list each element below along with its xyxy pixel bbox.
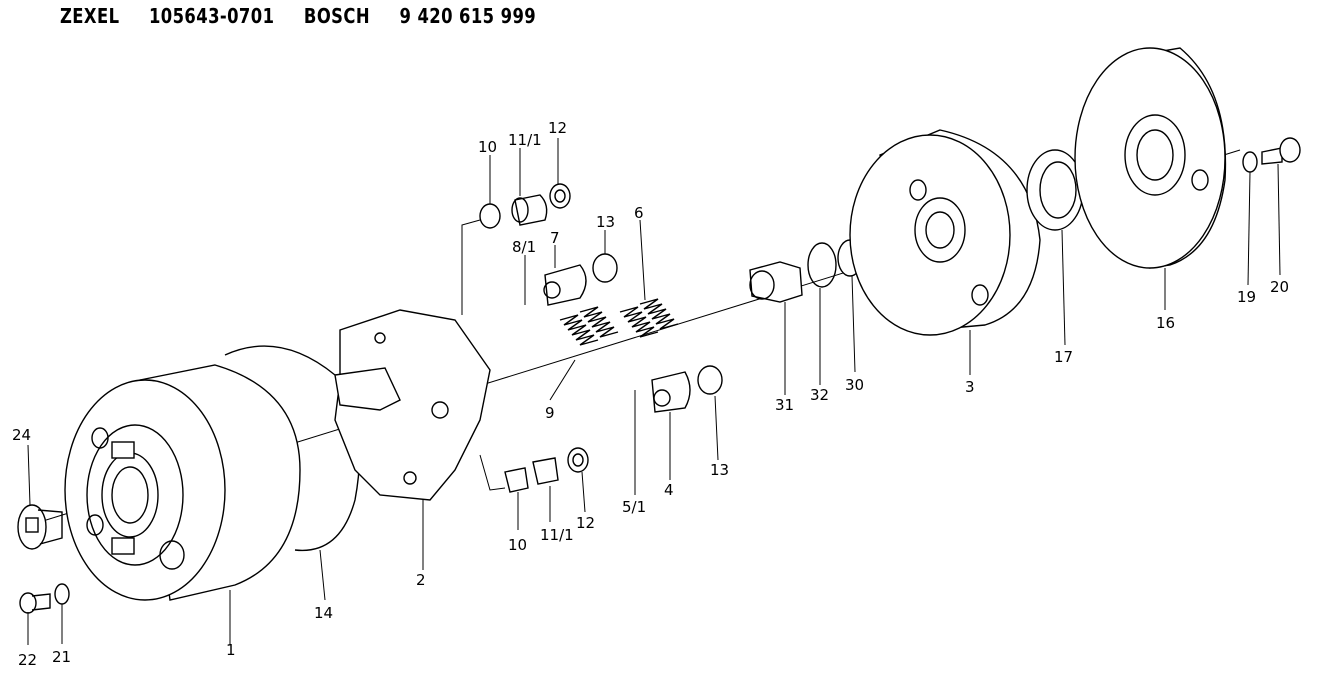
bracket-part-4 — [651, 371, 691, 413]
housing-part-1 — [64, 364, 301, 601]
label-part-4: 4 — [664, 481, 674, 499]
label-part-10-upper: 10 — [478, 138, 497, 156]
label-part-31: 31 — [775, 396, 794, 414]
label-part-11-lower: 11/1 — [540, 526, 574, 544]
label-part-20: 20 — [1270, 278, 1289, 296]
label-part-22: 22 — [18, 651, 37, 669]
leader-lines — [27, 138, 1281, 645]
cover-part-16 — [1074, 47, 1227, 269]
sleeve-set-lower — [479, 447, 589, 493]
bracket-part-7 — [543, 264, 587, 306]
label-part-6: 6 — [634, 204, 644, 222]
label-part-8: 8/1 — [512, 238, 536, 256]
part-number-zexel: 105643-0701 — [148, 4, 275, 28]
label-part-14: 14 — [314, 604, 333, 622]
brand-zexel: ZEXEL — [60, 4, 120, 28]
label-part-32: 32 — [810, 386, 829, 404]
bolt-part-31 — [749, 261, 803, 303]
oring-part-32 — [807, 242, 837, 288]
label-part-12-lower: 12 — [576, 514, 595, 532]
label-part-7: 7 — [550, 229, 560, 247]
page-title: ZEXEL 105643-0701 BOSCH 9 420 615 999 — [60, 4, 566, 28]
label-part-1: 1 — [226, 641, 236, 659]
label-part-30: 30 — [845, 376, 864, 394]
spring-part-6 — [619, 298, 679, 338]
label-part-24: 24 — [12, 426, 31, 444]
bushing-part-13-upper — [592, 253, 618, 283]
label-part-3: 3 — [965, 378, 975, 396]
seal-part-17 — [1026, 149, 1084, 231]
sleeve-set-upper — [461, 183, 571, 315]
label-part-21: 21 — [52, 648, 71, 666]
bushing-part-13-lower — [697, 365, 723, 395]
screw-part-22 — [19, 592, 51, 614]
label-part-13-upper: 13 — [596, 213, 615, 231]
label-part-13-lower: 13 — [710, 461, 729, 479]
hub-part-2 — [334, 309, 491, 501]
label-part-5: 5/1 — [622, 498, 646, 516]
washer-part-19 — [1242, 151, 1258, 173]
label-part-19: 19 — [1237, 288, 1256, 306]
label-part-2: 2 — [416, 571, 426, 589]
housing-part-3 — [849, 129, 1041, 336]
screw-part-20 — [1261, 137, 1301, 165]
spring-part-9 — [559, 306, 619, 346]
part-number-bosch: 9 420 615 999 — [399, 4, 537, 28]
washer-part-21 — [54, 583, 70, 605]
label-part-9: 9 — [545, 404, 555, 422]
brand-bosch: BOSCH — [303, 4, 370, 28]
label-part-12-upper: 12 — [548, 119, 567, 137]
label-part-11-upper: 11/1 — [508, 131, 542, 149]
part-labels: 24 22 21 1 14 2 10 11/1 12 10 11/1 12 13… — [12, 119, 1289, 669]
label-part-16: 16 — [1156, 314, 1175, 332]
label-part-17: 17 — [1054, 348, 1073, 366]
plug-part-24 — [17, 504, 63, 550]
label-part-10-lower: 10 — [508, 536, 527, 554]
